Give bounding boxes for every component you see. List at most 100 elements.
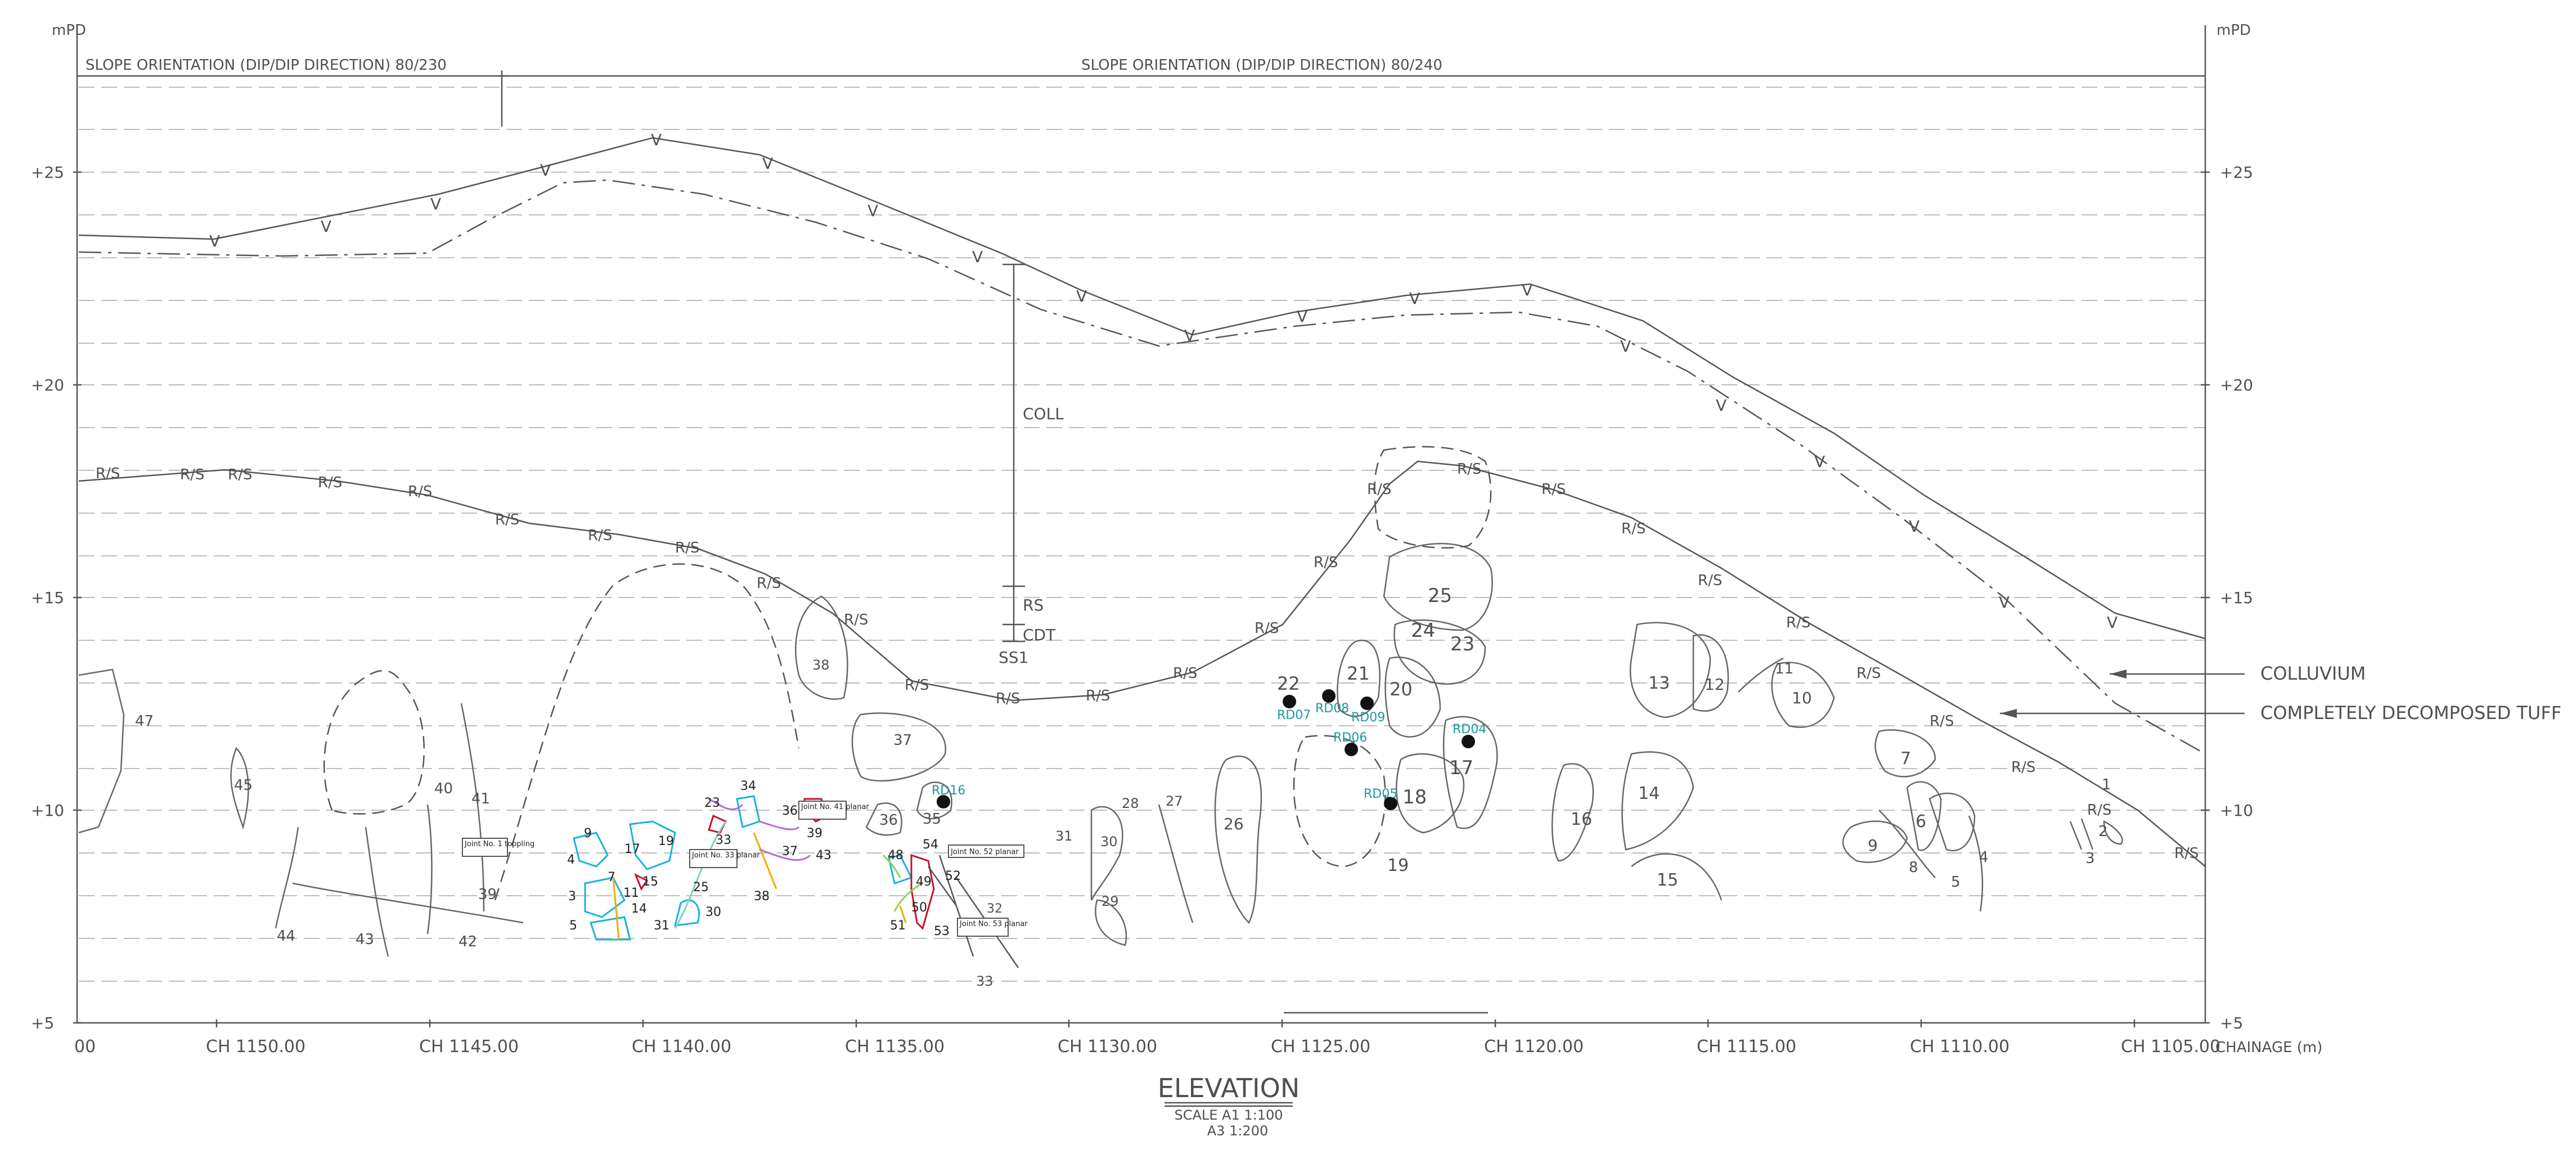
block-number: 10 (1792, 689, 1812, 707)
x-tick-label: CH 1115.00 (1697, 1037, 1796, 1057)
point-label: RD04 (1453, 722, 1486, 736)
v-mark: V (1909, 517, 1919, 536)
block-number-small: 15 (642, 875, 658, 889)
block-number: 42 (458, 933, 477, 950)
block-number-small: 38 (754, 890, 770, 904)
block-number: 40 (434, 780, 453, 797)
block-number-small: 36 (782, 804, 798, 818)
block-number: 24 (1411, 619, 1435, 642)
block-number: 33 (976, 973, 993, 989)
v-mark: V (321, 217, 331, 236)
rs-mark: R/S (844, 612, 868, 628)
x-tick-label: CH 1110.00 (1910, 1037, 2009, 1057)
block-number-small: 23 (704, 796, 720, 810)
rs-mark: R/S (1457, 461, 1481, 478)
block-number: 27 (1166, 793, 1183, 809)
block-number: 45 (234, 777, 253, 794)
point-label: RD07 (1277, 708, 1311, 722)
y-tick-label: +15 (31, 589, 64, 607)
v-mark: V (1716, 396, 1727, 415)
block-number: 5 (1951, 874, 1961, 891)
block-number: 17 (1449, 757, 1473, 779)
x-tick-label: CH 1140.00 (632, 1037, 731, 1057)
point-label: RD09 (1351, 711, 1385, 725)
v-mark: V (1522, 281, 1532, 299)
point-marker (1322, 689, 1336, 703)
y-tick-label: +25 (31, 163, 64, 182)
block-number: 21 (1347, 663, 1370, 684)
block-number: 15 (1657, 870, 1678, 890)
block-number-small: 11 (623, 886, 639, 900)
block-numbers-small: 3 4 5 7 9 11 14 15 17 19 23 25 30 31 33 … (567, 779, 961, 938)
block-number: 28 (1122, 796, 1139, 811)
axis-unit-left: mPD (52, 22, 86, 39)
x-tick-label: CH 1125.00 (1271, 1037, 1370, 1057)
block-number: 43 (356, 931, 374, 948)
v-mark: V (1076, 287, 1087, 306)
block-number: 6 (1916, 812, 1926, 832)
block-number-small: 48 (888, 848, 903, 862)
v-mark: V (2107, 613, 2118, 632)
v-mark: V (1184, 326, 1195, 345)
rs-mark: R/S (588, 527, 612, 544)
block-number: 1 (2102, 776, 2111, 793)
x-tick-label: CH 1120.00 (1484, 1037, 1584, 1057)
rs-mark: R/S (1786, 614, 1810, 631)
rock-soil-boundary: R/S R/S R/S R/S R/S R/S R/S R/S R/S R/S … (78, 460, 2206, 867)
rs-mark: R/S (2087, 802, 2111, 819)
rs-mark: R/S (228, 466, 252, 483)
block-number: 41 (471, 790, 490, 807)
rs-mark: R/S (1698, 572, 1722, 589)
joint-note: Joint No. 52 planar (950, 848, 1019, 856)
rs-mark: R/S (757, 575, 781, 592)
rs-mark: R/S (905, 677, 929, 694)
colluvium-boundary (78, 179, 2206, 755)
v-mark: V (651, 131, 662, 149)
rock-points: RD07 RD08 RD09 RD06 RD04 RD05 RD16 (932, 689, 1486, 810)
block-number: 32 (987, 902, 1002, 916)
point-label: RD08 (1315, 702, 1349, 716)
rs-mark: R/S (2011, 759, 2035, 776)
block-number: 25 (1428, 585, 1452, 607)
point-marker (1462, 735, 1475, 748)
block-number: 39 (478, 886, 497, 903)
rs-mark: R/S (1255, 620, 1279, 637)
point-marker (937, 795, 950, 808)
rs-mark: R/S (180, 466, 204, 483)
axis-unit-right: mPD (2217, 22, 2251, 39)
block-number: 16 (1571, 810, 1592, 829)
v-mark: V (1620, 337, 1631, 356)
block-number-small: 51 (890, 919, 906, 933)
v-mark: V (1297, 307, 1307, 326)
block-number-small: 39 (807, 826, 822, 841)
block-number-small: 33 (716, 833, 731, 847)
block-number: 3 (2085, 850, 2095, 867)
x-tick-label: CH 1145.00 (419, 1037, 519, 1057)
y-tick-label: +10 (31, 801, 64, 820)
block-number-small: 25 (693, 881, 709, 895)
rs-mark: R/S (1621, 520, 1646, 537)
block-number-small: 31 (654, 919, 669, 933)
block-number-small: 4 (567, 853, 575, 867)
rs-mark: R/S (495, 511, 519, 528)
block-number: 8 (1909, 859, 1918, 876)
rs-mark: R/S (96, 465, 120, 482)
joint-note: Joint No. 1 toppling (464, 840, 534, 848)
rs-mark: R/S (1173, 665, 1197, 682)
block-number: 44 (277, 928, 295, 945)
axis-labels: mPD mPD +25 +20 +15 +10 +5 +25 +20 +15 +… (31, 22, 2322, 1057)
v-mark: V (762, 154, 773, 173)
x-tick-label: CH 1135.00 (845, 1037, 945, 1057)
block-number-small: 17 (624, 842, 640, 856)
block-number-small: 53 (934, 924, 950, 938)
rs-mark: R/S (996, 690, 1020, 707)
v-mark: V (430, 195, 441, 213)
joint-note: Joint No. 53 planar (959, 920, 1028, 928)
joint-note: Joint No. 41 planar (801, 803, 869, 811)
block-number: 19 (1387, 856, 1409, 875)
block-number-small: 5 (569, 919, 577, 933)
rs-mark: R/S (675, 540, 699, 556)
column-label-rs: RS (1023, 596, 1044, 614)
left-zone-outlines (78, 563, 1262, 957)
